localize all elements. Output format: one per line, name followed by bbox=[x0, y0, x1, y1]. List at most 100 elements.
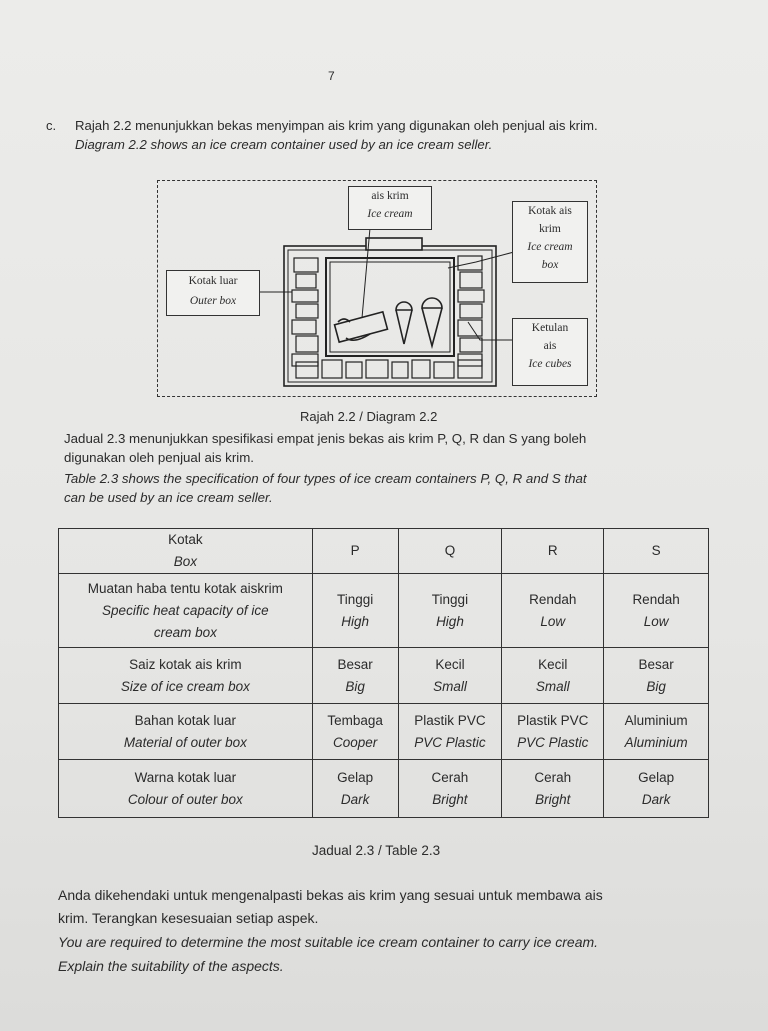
cell-ms: Gelap bbox=[638, 769, 675, 785]
label-ice-cream-box-en-2: box bbox=[541, 259, 559, 271]
row-label-en: Colour of outer box bbox=[127, 791, 243, 807]
row-label: Muatan haba tentu kotak aiskrim Specific… bbox=[58, 573, 313, 648]
ice-cream-bar bbox=[333, 310, 389, 344]
header-col-r: R bbox=[501, 528, 605, 574]
cell-en: High bbox=[341, 613, 369, 629]
ice-cream-cones bbox=[395, 297, 443, 350]
table-row: Bahan kotak luar Material of outer box T… bbox=[58, 703, 709, 760]
header-box-en: Box bbox=[173, 554, 197, 569]
label-ice-cubes-ms-2: ais bbox=[543, 340, 557, 352]
cell-en: Dark bbox=[340, 791, 370, 807]
label-ice-cream-box-ms-2: krim bbox=[539, 223, 561, 235]
page-number: 7 bbox=[328, 69, 335, 83]
cell-ms: Gelap bbox=[337, 769, 374, 785]
leader-ice-cream bbox=[361, 227, 371, 319]
label-ice-cream: ais krim Ice cream bbox=[348, 186, 432, 230]
intro-ms-line-1: Jadual 2.3 menunjukkan spesifikasi empat… bbox=[64, 431, 587, 446]
row-label: Warna kotak luar Colour of outer box bbox=[58, 759, 313, 818]
label-outer-box-en: Outer box bbox=[189, 295, 237, 307]
ice-cubes-right bbox=[457, 255, 485, 367]
cell-en: Aluminium bbox=[624, 734, 688, 750]
cell-ms: Tembaga bbox=[327, 712, 383, 728]
header-col-p: P bbox=[311, 528, 399, 574]
cell-r: Plastik PVC PVC Plastic bbox=[501, 703, 605, 760]
row-label-ms: Bahan kotak luar bbox=[134, 712, 236, 728]
table-row: Muatan haba tentu kotak aiskrim Specific… bbox=[58, 573, 709, 648]
table-row: Saiz kotak ais krim Size of ice cream bo… bbox=[58, 647, 709, 704]
outer-box-outline bbox=[283, 245, 497, 387]
label-ice-cubes-en: Ice cubes bbox=[528, 358, 572, 370]
cell-ms: Besar bbox=[337, 656, 373, 672]
row-label-en: Material of outer box bbox=[123, 734, 247, 750]
row-label-en: Size of ice cream box bbox=[120, 678, 250, 694]
cell-en: Low bbox=[643, 613, 669, 629]
cell-ms: Cerah bbox=[431, 769, 469, 785]
cell-en: Small bbox=[535, 678, 570, 694]
header-box: Kotak Box bbox=[58, 528, 313, 574]
ice-cubes-bottom bbox=[295, 359, 483, 379]
cell-ms: Plastik PVC bbox=[414, 712, 486, 728]
table-row: Warna kotak luar Colour of outer box Gel… bbox=[58, 759, 709, 818]
task-ms-line-2: krim. Terangkan kesesuaian setiap aspek. bbox=[58, 910, 319, 926]
row-label: Bahan kotak luar Material of outer box bbox=[58, 703, 313, 760]
table-caption: Jadual 2.3 / Table 2.3 bbox=[312, 843, 441, 858]
specification-table: Kotak Box P Q R S Muatan haba tentu kota… bbox=[58, 528, 709, 818]
question-text-ms: Rajah 2.2 menunjukkan bekas menyimpan ai… bbox=[75, 118, 598, 133]
label-ice-cubes-ms-1: Ketulan bbox=[531, 322, 569, 334]
cell-ms: Kecil bbox=[435, 656, 465, 672]
diagram-frame bbox=[157, 180, 597, 397]
cell-en: Small bbox=[433, 678, 467, 694]
ice-cream-box-outline bbox=[325, 257, 455, 357]
row-label-en: cream box bbox=[153, 624, 217, 640]
label-ice-cream-box: Kotak ais krim Ice cream box bbox=[512, 201, 588, 283]
cell-en: Big bbox=[646, 678, 666, 694]
table-header-row: Kotak Box P Q R S bbox=[58, 528, 709, 574]
header-box-ms: Kotak bbox=[168, 532, 203, 547]
cell-en: Bright bbox=[432, 791, 468, 807]
header-col-q: Q bbox=[397, 528, 503, 574]
row-label-ms: Saiz kotak ais krim bbox=[129, 656, 242, 672]
row-label-ms: Warna kotak luar bbox=[134, 769, 237, 785]
task-en-line-1: You are required to determine the most s… bbox=[58, 934, 599, 950]
cell-ms: Aluminium bbox=[624, 712, 688, 728]
cell-ms: Besar bbox=[638, 656, 674, 672]
question-label: c. bbox=[46, 118, 57, 133]
leader-icecream-box bbox=[447, 251, 515, 269]
ice-cubes-left bbox=[291, 257, 319, 367]
cell-en: Bright bbox=[535, 791, 571, 807]
row-label-en: Specific heat capacity of ice bbox=[102, 602, 269, 618]
label-ice-cream-en: Ice cream bbox=[367, 208, 413, 220]
label-ice-cubes: Ketulan ais Ice cubes bbox=[512, 318, 588, 386]
cell-en: PVC Plastic bbox=[517, 734, 589, 750]
cell-ms: Cerah bbox=[534, 769, 572, 785]
cell-ms: Rendah bbox=[529, 591, 577, 607]
row-label-ms: Muatan haba tentu kotak aiskrim bbox=[87, 580, 283, 596]
cell-ms: Kecil bbox=[538, 656, 568, 672]
task-en-line-2: Explain the suitability of the aspects. bbox=[58, 958, 284, 974]
cell-en: PVC Plastic bbox=[414, 734, 486, 750]
cell-en: Big bbox=[345, 678, 365, 694]
header-col-s: S bbox=[603, 528, 709, 574]
cell-ms: Tinggi bbox=[336, 591, 374, 607]
task-ms-line-1: Anda dikehendaki untuk mengenalpasti bek… bbox=[58, 887, 603, 903]
cell-ms: Plastik PVC bbox=[517, 712, 589, 728]
label-ice-cream-ms: ais krim bbox=[371, 190, 409, 202]
label-ice-cream-box-en-1: Ice cream bbox=[527, 241, 573, 253]
label-ice-cream-box-ms-1: Kotak ais bbox=[528, 205, 572, 217]
cell-ms: Tinggi bbox=[431, 591, 469, 607]
